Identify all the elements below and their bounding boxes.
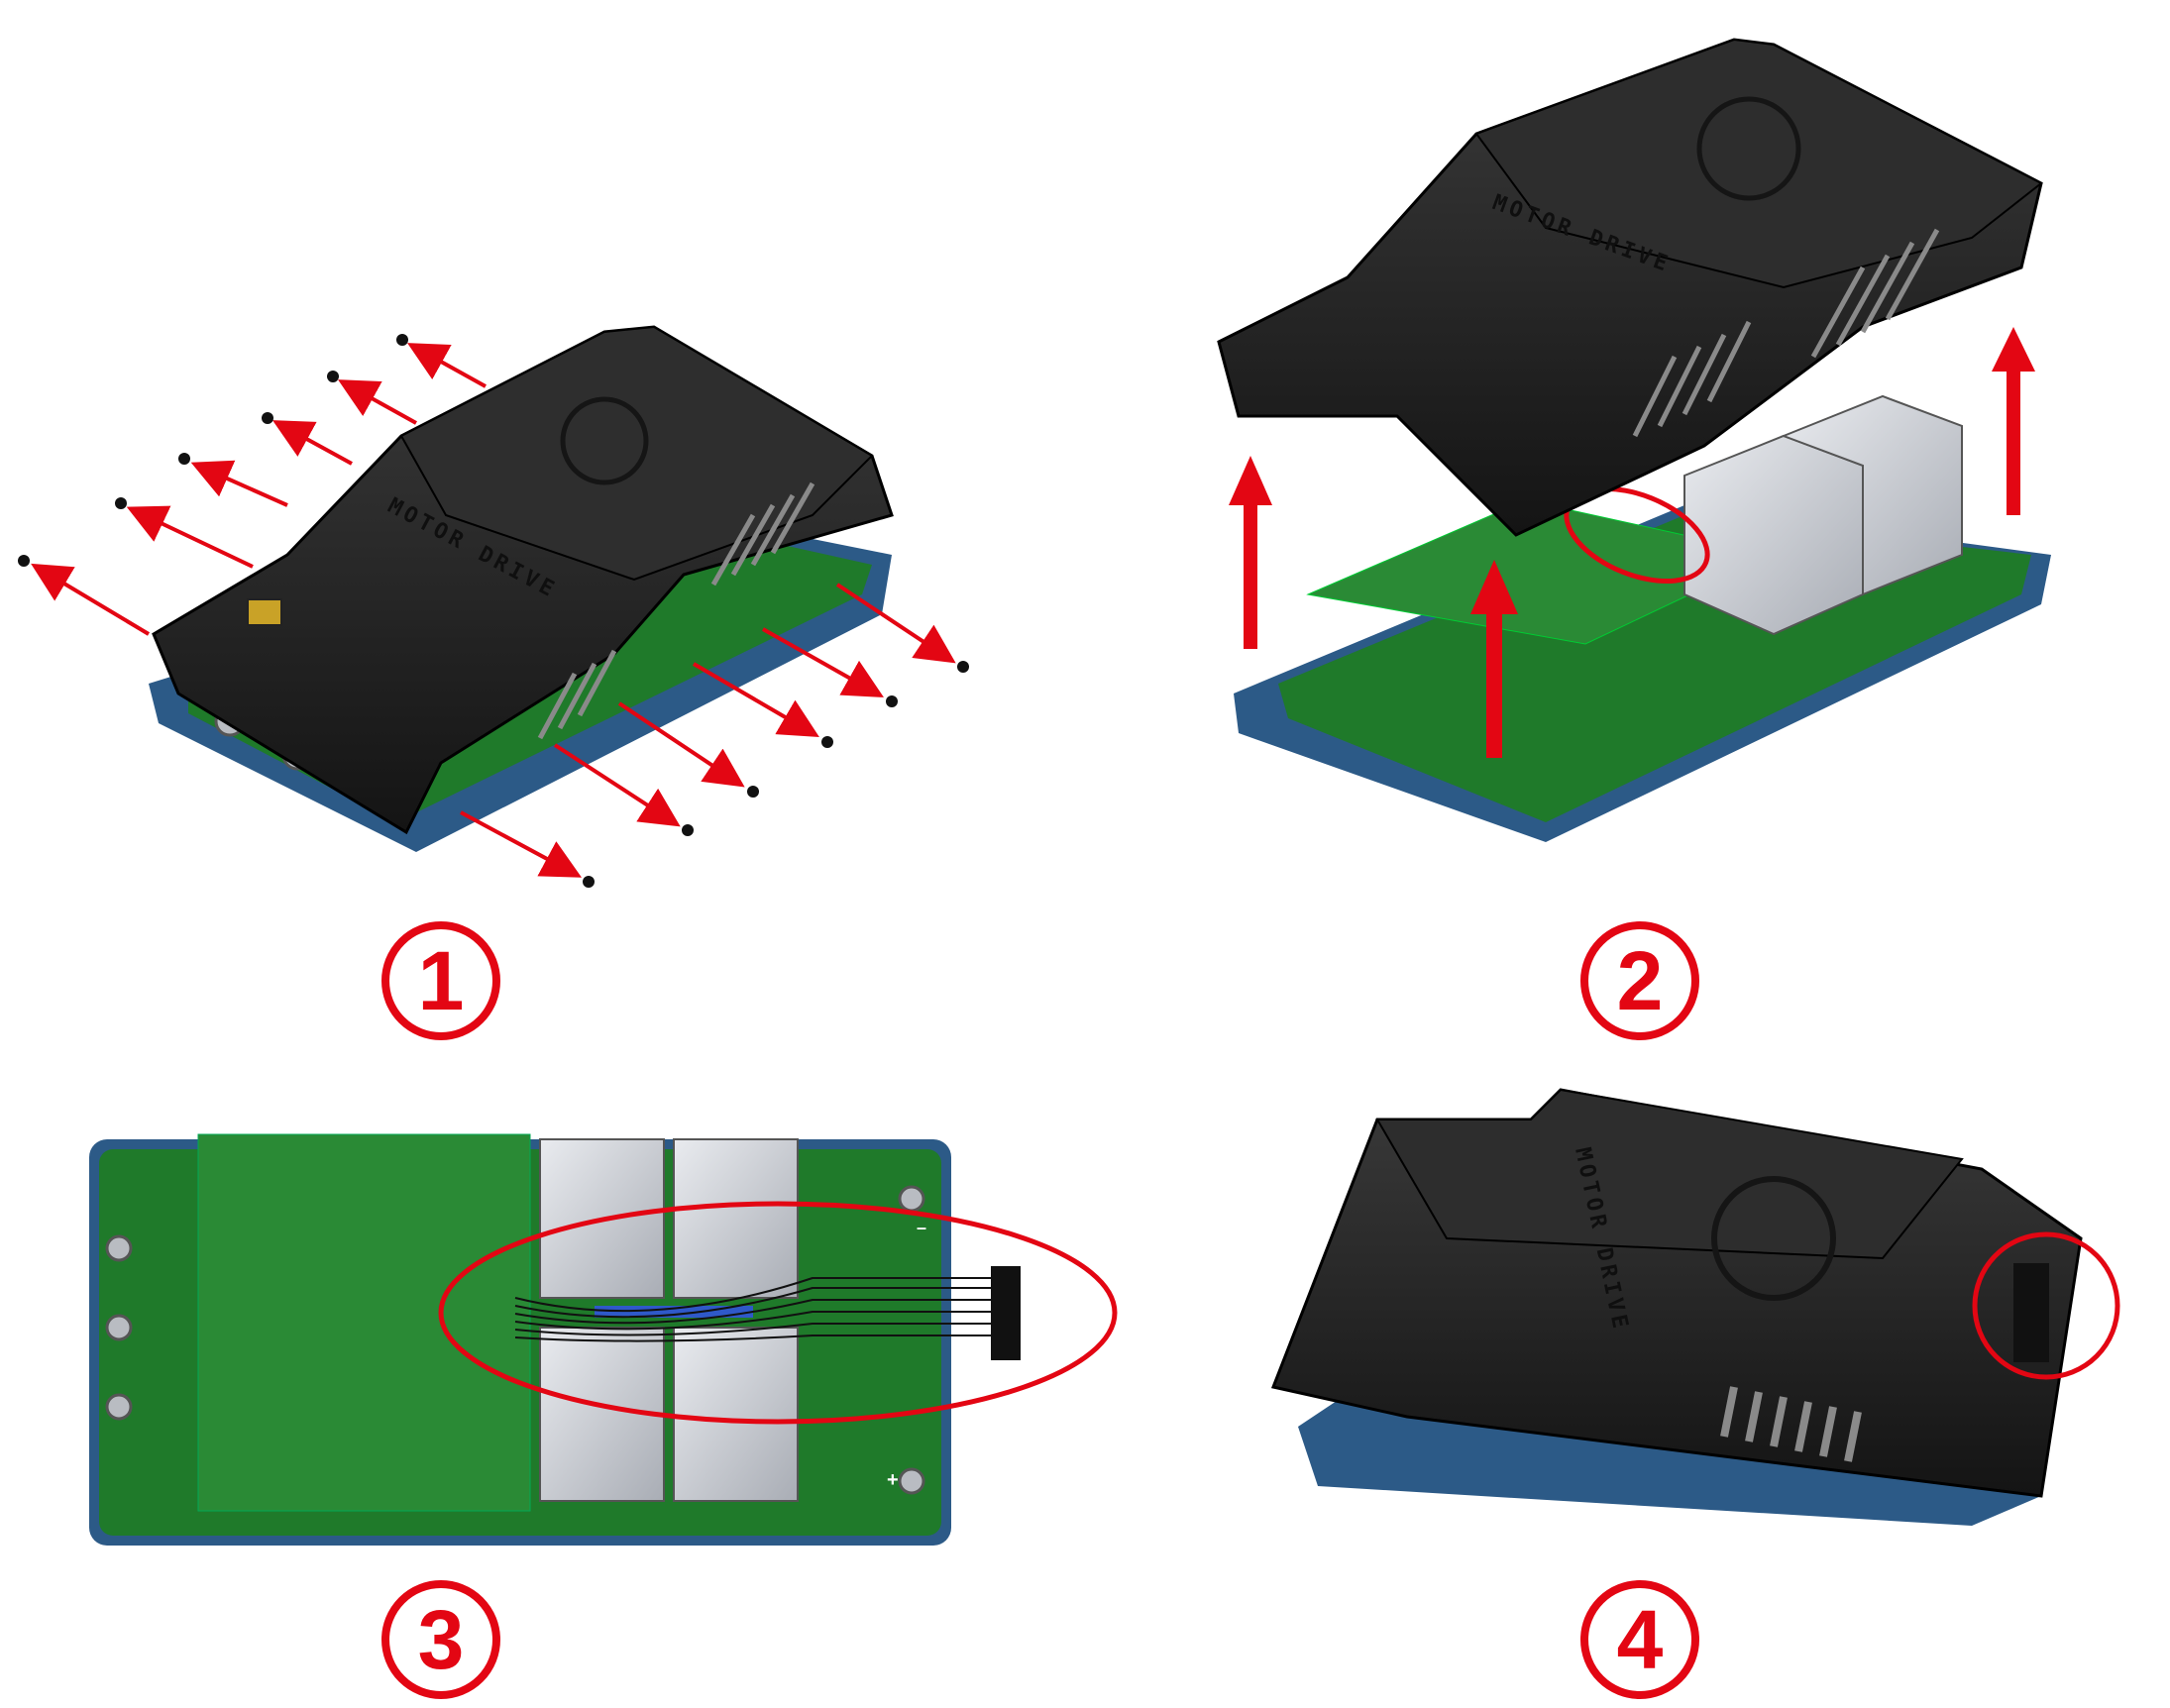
highlight-connector xyxy=(1972,1231,2120,1380)
arrow-icon xyxy=(1229,327,2035,758)
screws-left xyxy=(31,343,487,636)
vent-slots xyxy=(537,481,815,740)
logo-emblem-icon xyxy=(1711,1176,1836,1301)
ribbon-cable xyxy=(514,1277,1001,1342)
vent-slots xyxy=(1720,1386,1862,1462)
minus-label: – xyxy=(917,1218,926,1237)
step-2-badge: 2 xyxy=(1580,921,1699,1040)
connector-icon xyxy=(247,598,282,626)
step-4-badge: 4 xyxy=(1580,1580,1699,1699)
logo-emblem-icon xyxy=(560,396,649,485)
screws-right xyxy=(460,583,956,878)
screw-icon xyxy=(583,661,969,888)
highlight-ribbon xyxy=(438,1201,1118,1425)
plus-label: + xyxy=(887,1469,899,1491)
panel-4-reassembled: MOTOR DRIVE xyxy=(1270,1088,2120,1526)
panel-2-lid-lifted: MOTOR DRIVE xyxy=(1217,38,2051,842)
connector-icon xyxy=(2013,1263,2049,1362)
logo-emblem-icon xyxy=(1696,96,1801,201)
step-1-badge: 1 xyxy=(381,921,500,1040)
panel-1-closed-unit: MOTOR DRIVE xyxy=(18,325,969,888)
transformers xyxy=(1683,394,1963,636)
screw-icon xyxy=(18,334,408,567)
panel-3-top-view: – + xyxy=(89,1133,1118,1546)
vent-slots xyxy=(1632,228,1940,438)
control-board xyxy=(197,1133,531,1512)
connector-icon xyxy=(991,1266,1021,1360)
enclosure-lid-top xyxy=(1474,38,2043,289)
enclosure-top xyxy=(1375,1088,1964,1260)
step-3-badge: 3 xyxy=(381,1580,500,1699)
